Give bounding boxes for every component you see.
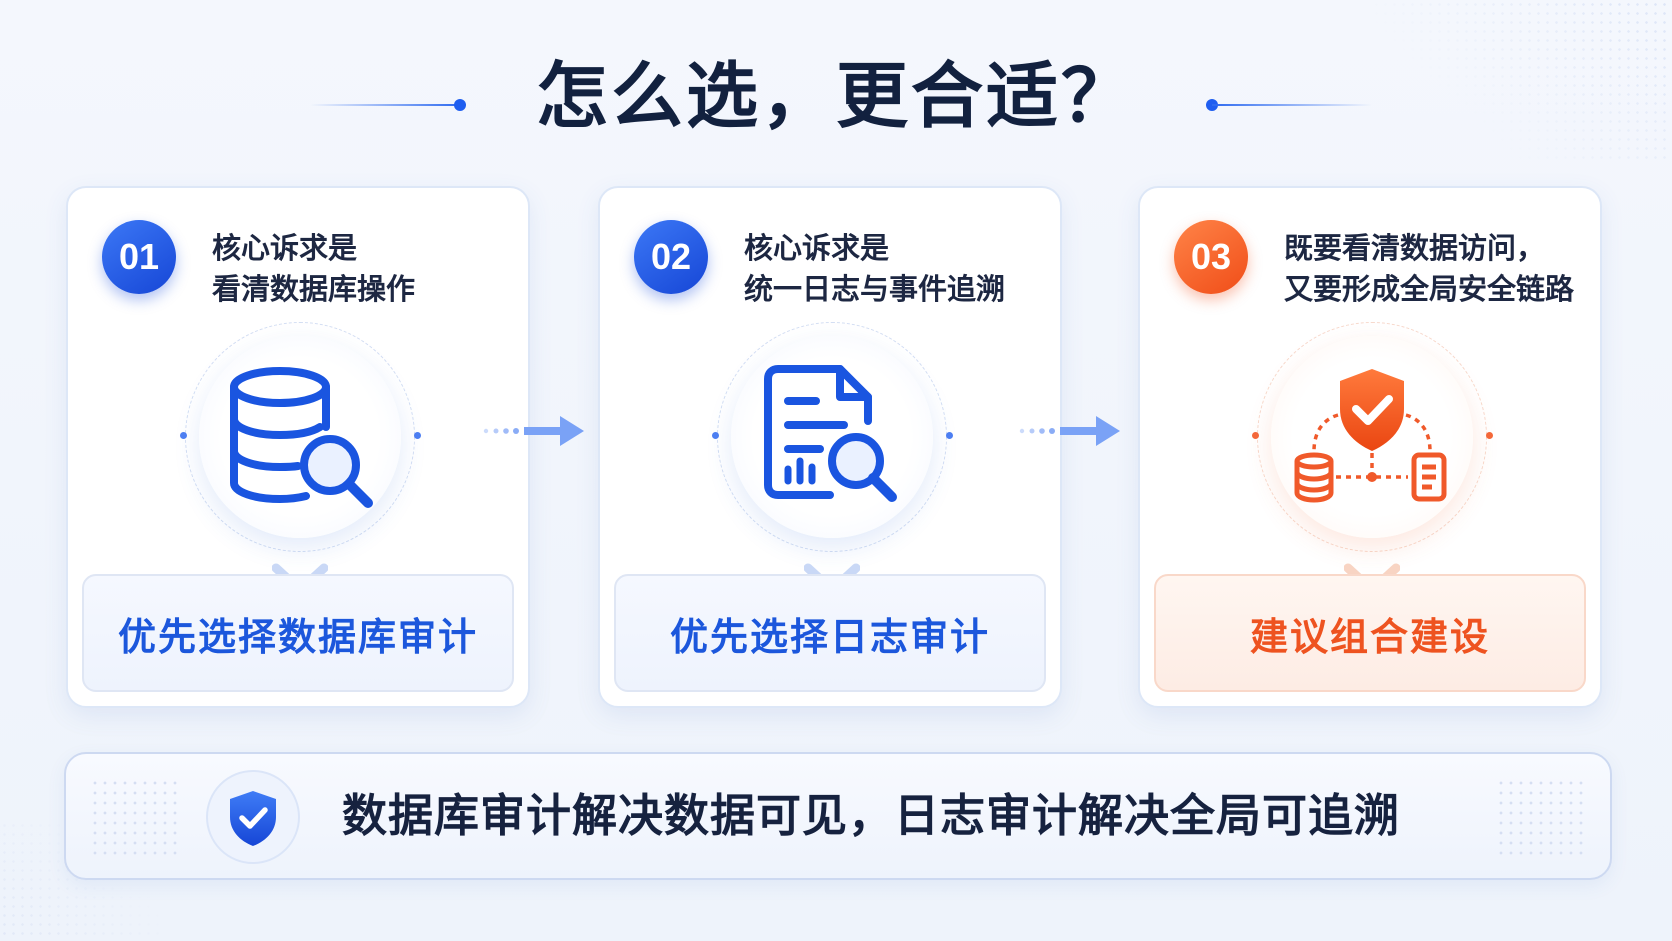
ring-dot	[1252, 432, 1259, 439]
summary-bar: 数据库审计解决数据可见，日志审计解决全局可追溯	[64, 752, 1612, 880]
title-divider-left	[310, 104, 460, 106]
step-number-badge: 03	[1174, 220, 1248, 294]
database-search-icon	[230, 367, 373, 508]
description-line-1: 核心诉求是	[212, 231, 358, 265]
ring-dot	[946, 432, 953, 439]
card-description: 核心诉求是 统一日志与事件追溯	[744, 228, 1005, 310]
decorative-dots	[90, 778, 180, 858]
recommendation-text: 建议组合建设	[1249, 614, 1490, 659]
ring-dot	[1486, 432, 1493, 439]
title-dot-left	[454, 99, 466, 111]
option-card-1: 01 核心诉求是 看清数据库操作 优先选择数据库审计	[66, 186, 530, 708]
ring-dot	[414, 432, 421, 439]
step-number-badge: 01	[102, 220, 176, 294]
card-description: 既要看清数据访问， 又要形成全局安全链路	[1284, 228, 1574, 310]
option-card-2: 02 核心诉求是 统一日志与事件追溯 优先选择日志审计	[598, 186, 1062, 708]
title-divider-right	[1212, 104, 1372, 106]
decorative-dots	[1496, 778, 1586, 858]
card-description: 核心诉求是 看清数据库操作	[212, 228, 415, 310]
option-card-3: 03 既要看清数据访问， 又要形成全局安全链路	[1138, 186, 1602, 708]
recommendation-box: 建议组合建设	[1154, 574, 1586, 692]
ring-dot	[712, 432, 719, 439]
description-line-1: 既要看清数据访问，	[1284, 231, 1546, 265]
arrow-right-icon	[1019, 416, 1120, 446]
ring-dot	[180, 432, 187, 439]
step-number-badge: 02	[634, 220, 708, 294]
summary-text: 数据库审计解决数据可见，日志审计解决全局可追溯	[342, 789, 1401, 842]
shield-link-icon	[1294, 369, 1447, 503]
description-line-2: 看清数据库操作	[212, 272, 416, 306]
recommendation-text: 优先选择日志审计	[669, 614, 990, 659]
recommendation-box: 优先选择数据库审计	[82, 574, 514, 692]
description-line-1: 核心诉求是	[744, 231, 890, 265]
log-document-search-icon	[764, 365, 897, 502]
shield-check-icon	[230, 791, 276, 846]
decorative-dots	[1372, 0, 1672, 160]
description-line-2: 又要形成全局安全链路	[1284, 272, 1575, 306]
page-title: 怎么选，更合适？	[535, 54, 1136, 138]
recommendation-box: 优先选择日志审计	[614, 574, 1046, 692]
recommendation-text: 优先选择数据库审计	[117, 614, 478, 659]
arrow-right-icon	[483, 416, 584, 446]
description-line-2: 统一日志与事件追溯	[744, 272, 1006, 306]
